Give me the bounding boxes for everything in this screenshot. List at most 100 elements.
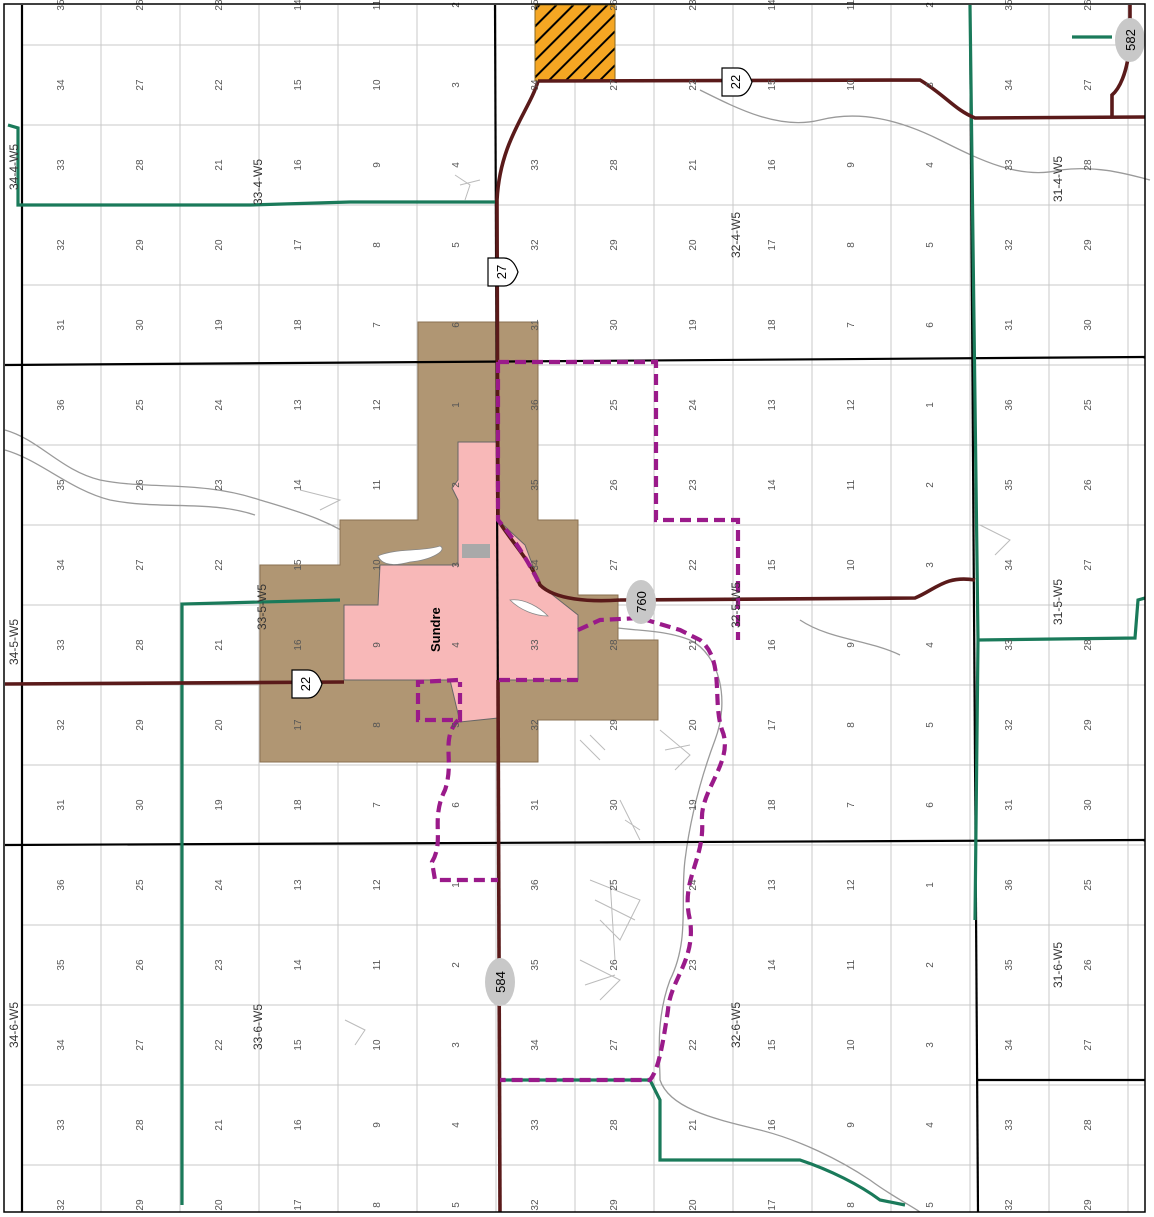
section-number: 8 — [372, 1202, 383, 1208]
section-number: 10 — [372, 79, 383, 91]
section-number: 33 — [530, 159, 541, 171]
section-number: 11 — [846, 0, 857, 10]
highway-shield[interactable]: 27 — [487, 257, 519, 287]
section-number: 24 — [214, 399, 225, 411]
section-number: 27 — [135, 79, 146, 91]
section-number: 18 — [293, 799, 304, 811]
section-number: 14 — [767, 959, 778, 971]
section-number: 36 — [530, 399, 541, 411]
section-number: 27 — [135, 1039, 146, 1051]
section-number: 23 — [214, 0, 225, 11]
section-number: 35 — [1004, 959, 1015, 971]
section-number: 29 — [135, 719, 146, 731]
section-number: 33 — [530, 1119, 541, 1131]
section-number: 27 — [609, 1039, 620, 1051]
rivers — [4, 89, 1151, 1213]
section-number: 30 — [1083, 319, 1094, 331]
section-number: 34 — [56, 559, 67, 571]
section-number: 20 — [688, 1199, 699, 1211]
highway-584 — [496, 679, 502, 1213]
section-number: 26 — [609, 479, 620, 491]
section-number: 6 — [451, 322, 462, 328]
section-number: 32 — [1004, 719, 1015, 731]
section-number: 12 — [846, 879, 857, 891]
highway-shield-label: 584 — [493, 971, 508, 993]
section-number: 11 — [372, 0, 383, 10]
section-number: 3 — [451, 82, 462, 88]
section-number: 34 — [1004, 1039, 1015, 1051]
highways — [4, 5, 1146, 1213]
section-number: 13 — [767, 879, 778, 891]
section-number: 26 — [135, 479, 146, 491]
map-frame — [3, 3, 1146, 1213]
section-number: 18 — [767, 319, 778, 331]
section-number: 33 — [56, 159, 67, 171]
section-number: 27 — [609, 79, 620, 91]
township-label: 34-6-W5 — [7, 1002, 21, 1048]
section-number: 8 — [372, 242, 383, 248]
section-number: 28 — [609, 639, 620, 651]
section-number: 6 — [925, 322, 936, 328]
highway-22-west — [4, 680, 345, 686]
section-number: 30 — [135, 799, 146, 811]
section-number: 24 — [688, 399, 699, 411]
section-number: 32 — [530, 719, 541, 731]
section-number: 23 — [214, 959, 225, 971]
section-number: 24 — [214, 879, 225, 891]
section-number: 1 — [451, 402, 462, 408]
lake — [377, 545, 443, 565]
section-number: 28 — [135, 1119, 146, 1131]
section-number: 6 — [925, 802, 936, 808]
section-number: 29 — [1083, 719, 1094, 731]
highway-shield[interactable]: 22 — [291, 669, 323, 699]
section-number: 3 — [925, 1042, 936, 1048]
section-number: 3 — [925, 82, 936, 88]
section-number: 22 — [214, 79, 225, 91]
section-number: 30 — [135, 319, 146, 331]
section-number: 12 — [846, 399, 857, 411]
highway-shield-label: 760 — [634, 591, 649, 613]
section-number: 21 — [214, 639, 225, 651]
section-number: 22 — [688, 1039, 699, 1051]
township-label: 31-4-W5 — [1051, 156, 1065, 202]
section-number: 27 — [1083, 79, 1094, 91]
highway-shield[interactable]: 582 — [1115, 18, 1145, 62]
highway-shield[interactable]: 760 — [626, 580, 656, 624]
section-number: 31 — [1004, 319, 1015, 331]
section-number: 34 — [530, 79, 541, 91]
section-number: 25 — [609, 399, 620, 411]
township-label: 33-5-W5 — [255, 584, 269, 630]
section-number: 5 — [925, 722, 936, 728]
section-number: 17 — [767, 719, 778, 731]
section-number: 15 — [767, 1039, 778, 1051]
section-number: 32 — [1004, 1199, 1015, 1211]
section-number: 35 — [1004, 0, 1015, 11]
section-number: 34 — [1004, 79, 1015, 91]
section-number: 17 — [293, 239, 304, 251]
highway-shield-label: 27 — [494, 265, 509, 279]
section-number: 16 — [293, 159, 304, 171]
section-number: 33 — [1004, 1119, 1015, 1131]
hatched-parcel — [534, 4, 616, 82]
section-number: 9 — [372, 642, 383, 648]
section-number: 35 — [530, 959, 541, 971]
section-number: 10 — [846, 1039, 857, 1051]
section-number: 13 — [293, 399, 304, 411]
section-number: 1 — [925, 402, 936, 408]
section-number: 28 — [609, 1119, 620, 1131]
highway-shield[interactable]: 22 — [721, 67, 753, 97]
section-number: 25 — [1083, 879, 1094, 891]
lake — [509, 599, 549, 617]
section-number: 22 — [214, 1039, 225, 1051]
section-number: 36 — [1004, 879, 1015, 891]
highway-shield[interactable]: 584 — [485, 958, 515, 1006]
highway-shield-label: 22 — [728, 75, 743, 89]
section-number: 7 — [846, 802, 857, 808]
section-number: 16 — [293, 1119, 304, 1131]
section-number: 21 — [688, 1119, 699, 1131]
township-label: 31-5-W5 — [1051, 579, 1065, 625]
section-number: 8 — [846, 1202, 857, 1208]
township-label: 33-4-W5 — [251, 159, 265, 205]
section-number: 21 — [214, 159, 225, 171]
